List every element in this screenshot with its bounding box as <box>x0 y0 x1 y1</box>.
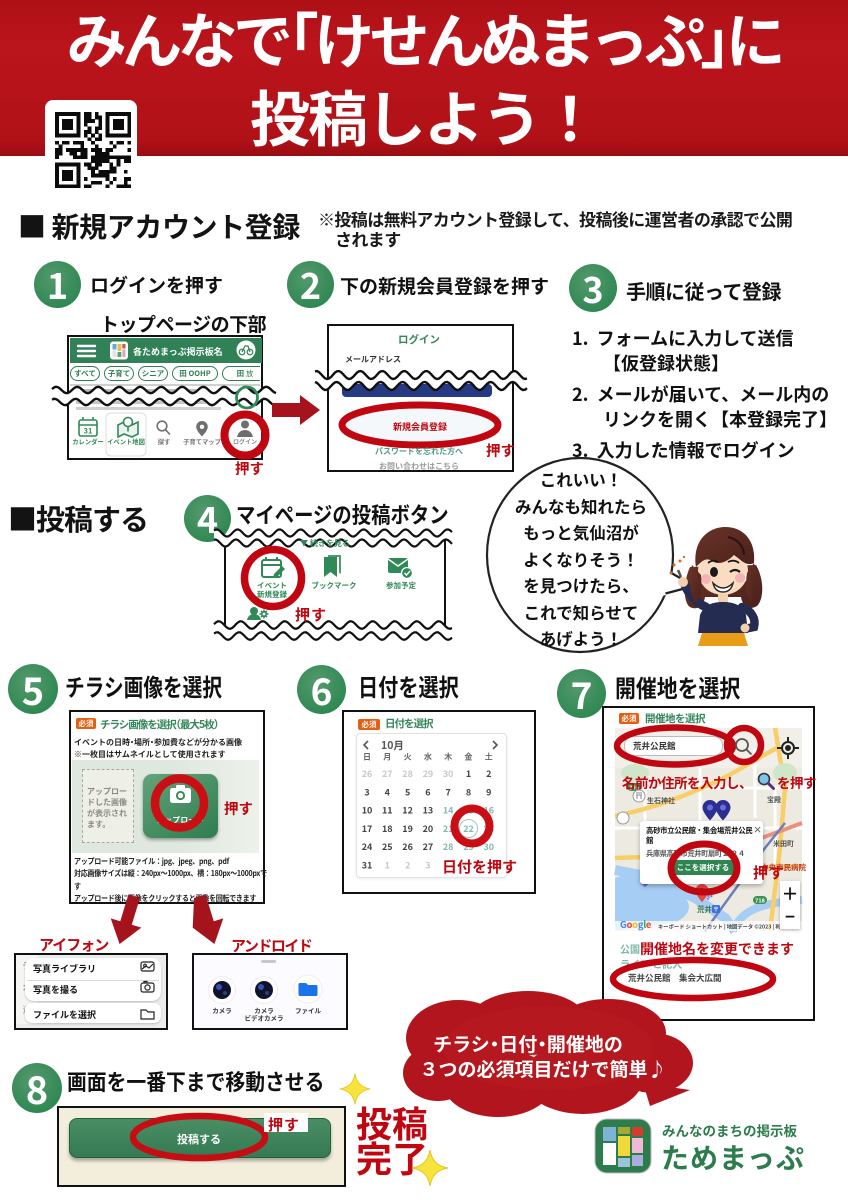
svg-text:27: 27 <box>423 840 434 853</box>
svg-text:Google: Google <box>620 917 652 931</box>
svg-text:月: 月 <box>383 752 391 763</box>
svg-text:22: 22 <box>463 822 474 835</box>
svg-text:19: 19 <box>402 822 413 835</box>
svg-text:生石神社: 生石神社 <box>647 796 675 806</box>
svg-text:26: 26 <box>362 767 373 780</box>
svg-text:30: 30 <box>483 840 494 853</box>
svg-text:10: 10 <box>362 804 373 817</box>
svg-text:13: 13 <box>423 804 434 817</box>
svg-text:20: 20 <box>423 822 434 835</box>
svg-text:中央市民病院: 中央市民病院 <box>761 862 806 873</box>
svg-text:24: 24 <box>362 840 373 853</box>
svg-text:カメラ: カメラ <box>212 1005 232 1015</box>
svg-text:キーボード ショートカット | 地図データ ©2023 |: キーボード ショートカット | 地図データ ©2023 | 利用規約 <box>658 923 797 931</box>
svg-text:〒: 〒 <box>713 905 719 914</box>
svg-text:イベント: イベント <box>257 580 287 591</box>
svg-text:2: 2 <box>405 859 410 872</box>
svg-text:1: 1 <box>466 767 471 780</box>
svg-text:子育てマップ: 子育てマップ <box>183 437 221 446</box>
svg-text:荒井: 荒井 <box>697 904 712 915</box>
svg-text:16: 16 <box>483 804 494 817</box>
svg-text:アップロード: アップロード <box>156 815 205 826</box>
svg-text:7: 7 <box>446 785 451 798</box>
svg-text:米田町: 米田町 <box>773 839 794 849</box>
svg-text:8: 8 <box>466 785 471 798</box>
svg-text:21: 21 <box>443 822 454 835</box>
svg-text:イベント地図: イベント地図 <box>107 437 145 446</box>
svg-text:火: 火 <box>404 752 412 763</box>
svg-text:2: 2 <box>486 767 491 780</box>
svg-text:木: 木 <box>444 752 452 763</box>
svg-text:26: 26 <box>402 840 413 853</box>
svg-text:ビデオカメラ: ビデオカメラ <box>245 1013 284 1023</box>
svg-text:11: 11 <box>382 804 393 817</box>
svg-text:4: 4 <box>385 785 391 798</box>
svg-text:6: 6 <box>425 785 430 798</box>
svg-text:18: 18 <box>382 822 393 835</box>
svg-text:28: 28 <box>402 767 413 780</box>
svg-text:参加予定: 参加予定 <box>386 580 416 591</box>
svg-text:土: 土 <box>485 752 493 763</box>
svg-text:金: 金 <box>465 752 473 763</box>
svg-text:395: 395 <box>629 784 639 792</box>
svg-text:新規登録: 新規登録 <box>257 589 287 600</box>
svg-text:9: 9 <box>486 785 491 798</box>
svg-text:12: 12 <box>402 804 413 817</box>
svg-text:43: 43 <box>705 894 711 901</box>
svg-text:ブックマーク: ブックマーク <box>312 580 357 591</box>
svg-text:14: 14 <box>443 804 454 817</box>
svg-text:水: 水 <box>424 752 432 763</box>
svg-text:カメラ: カメラ <box>254 1005 274 1015</box>
svg-text:17: 17 <box>362 822 373 835</box>
svg-text:25: 25 <box>382 840 393 853</box>
svg-text:探す: 探す <box>158 437 171 446</box>
svg-text:10月: 10月 <box>381 738 404 753</box>
svg-text:カレンダー: カレンダー <box>72 437 103 446</box>
svg-text:ファイル: ファイル <box>295 1005 322 1015</box>
svg-text:ログイン: ログイン <box>233 437 257 446</box>
svg-text:30: 30 <box>443 767 454 780</box>
svg-text:3: 3 <box>364 785 369 798</box>
svg-text:27: 27 <box>382 767 393 780</box>
svg-text:3: 3 <box>425 859 430 872</box>
svg-text:718: 718 <box>755 897 765 905</box>
svg-text:日: 日 <box>363 752 371 763</box>
svg-text:宝殿: 宝殿 <box>767 795 781 805</box>
svg-text:5: 5 <box>405 785 410 798</box>
svg-text:28: 28 <box>443 840 454 853</box>
svg-text:1: 1 <box>385 859 390 872</box>
svg-text:31: 31 <box>362 859 373 872</box>
svg-text:31: 31 <box>84 426 93 437</box>
svg-text:29: 29 <box>423 767 434 780</box>
